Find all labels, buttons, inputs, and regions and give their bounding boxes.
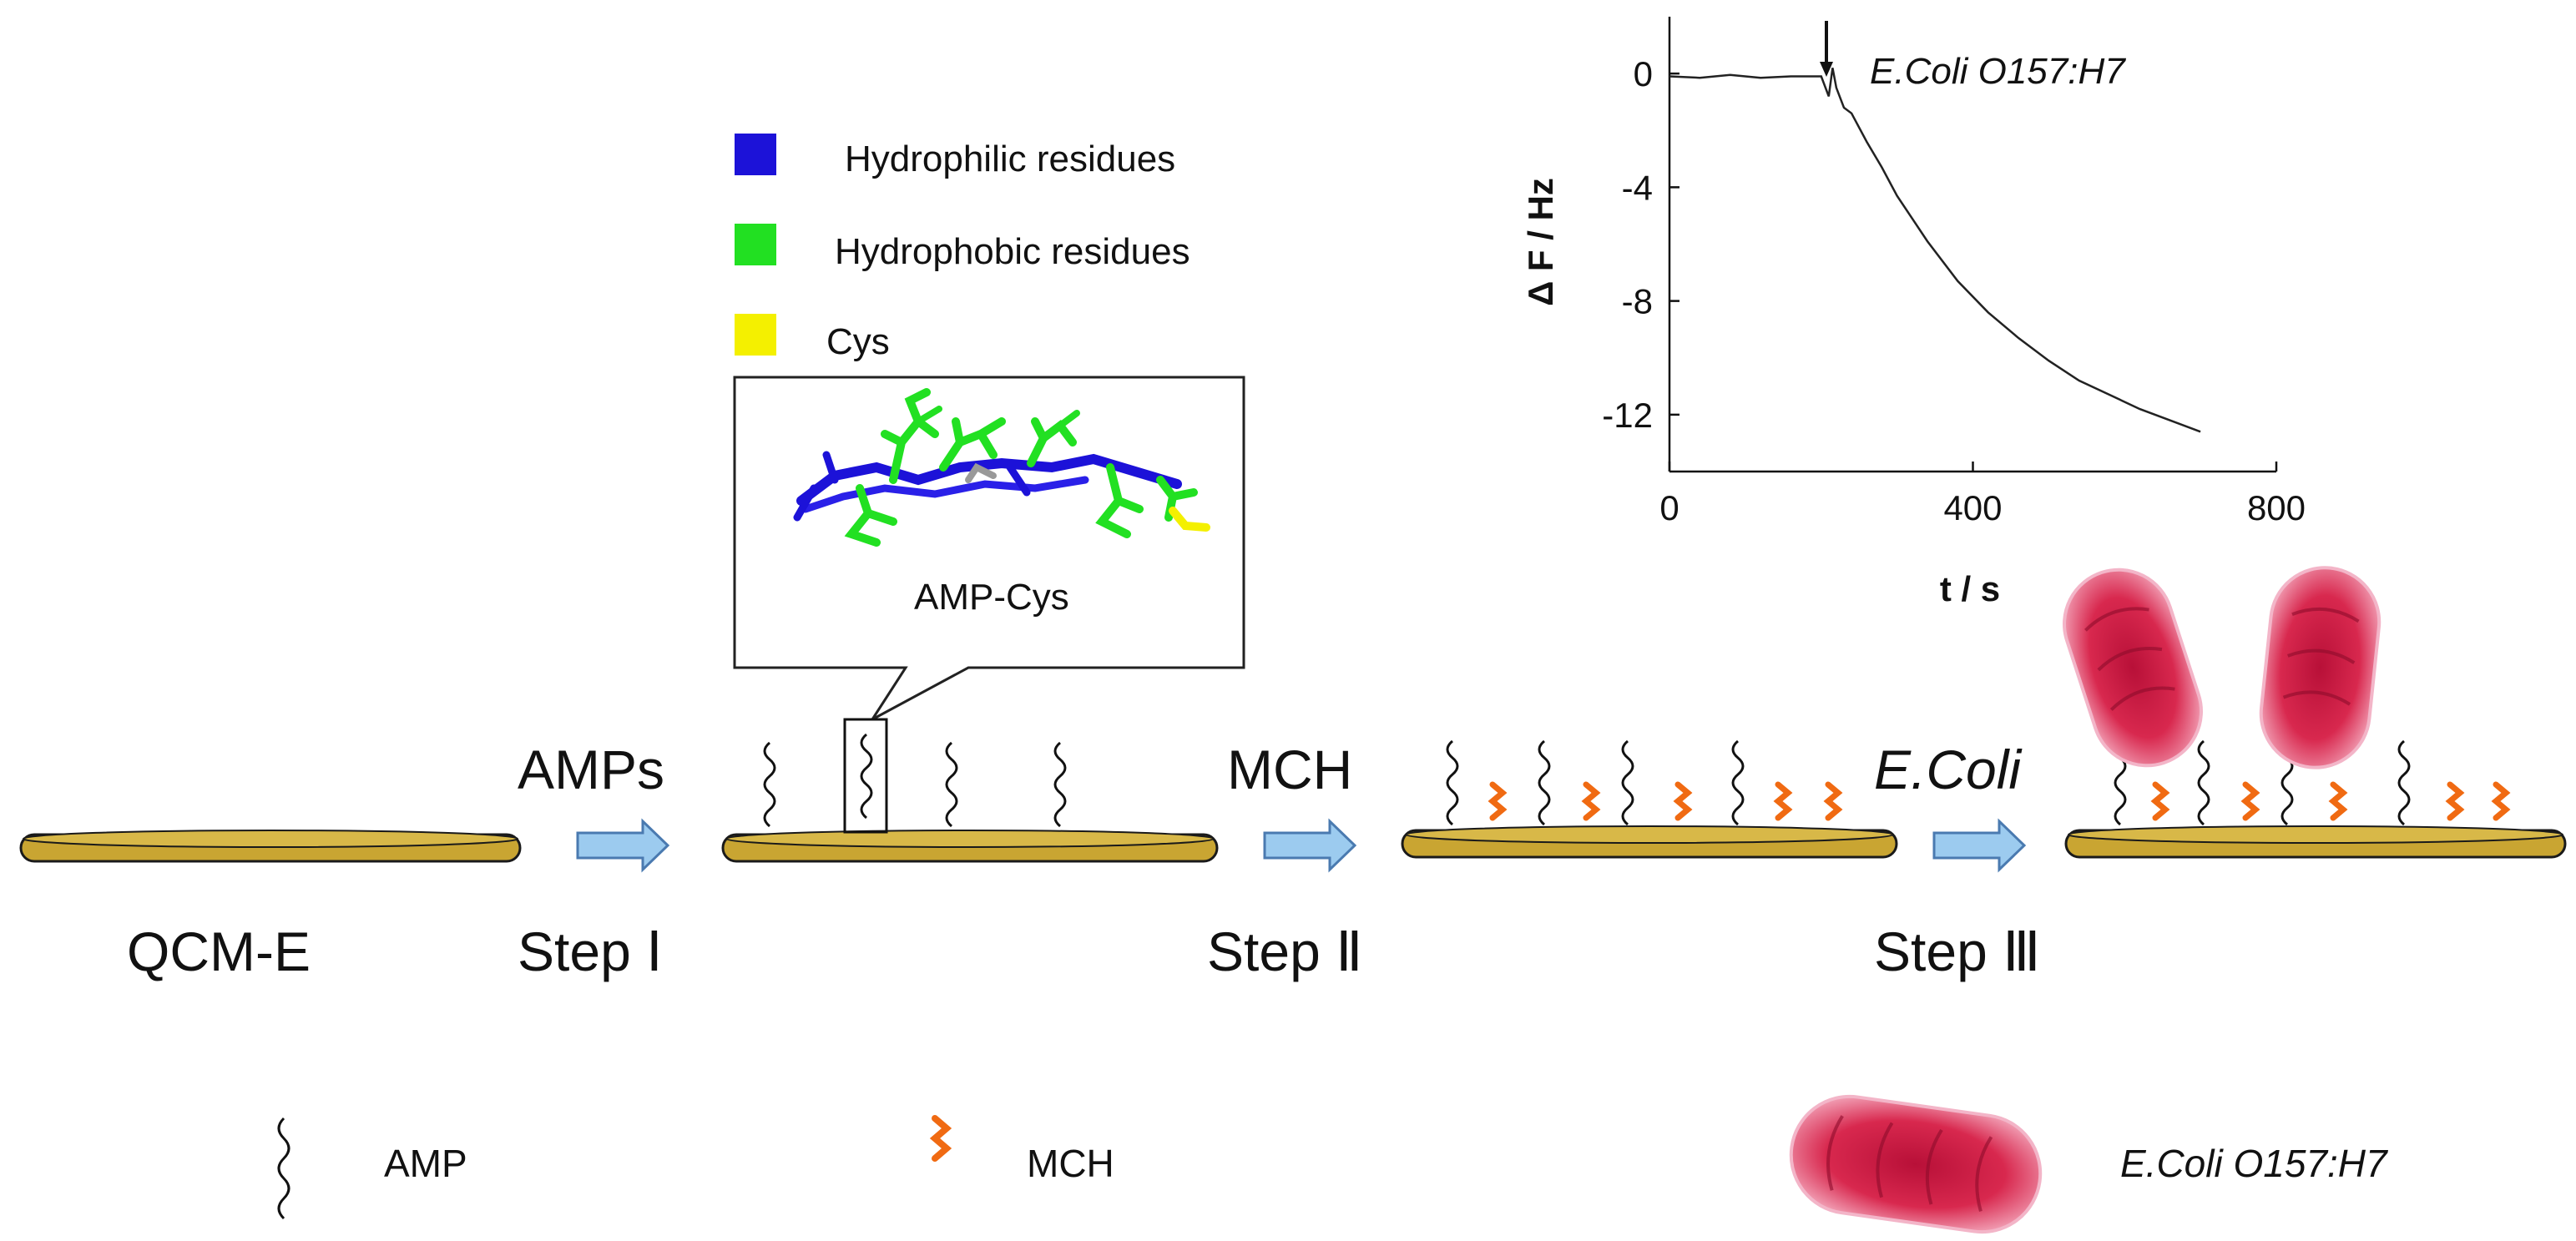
hydrophilic-swatch xyxy=(735,134,776,175)
x-tick-label: 800 xyxy=(2247,488,2306,527)
y-tick-label: -4 xyxy=(1622,168,1653,207)
bacterium-attached-1 xyxy=(2063,568,2203,768)
qcm-disk-step1 xyxy=(721,830,1219,863)
y-tick-label: -12 xyxy=(1602,396,1653,435)
step3-reagent: E.Coli xyxy=(1874,739,2023,800)
amp-highlight-box xyxy=(843,718,888,834)
hydrophobic-swatch xyxy=(735,224,776,265)
step1-arrow xyxy=(576,818,670,873)
step2-arrow xyxy=(1263,818,1357,873)
step1-amp-layer xyxy=(763,718,1067,834)
hydrophilic-label: Hydrophilic residues xyxy=(845,139,1175,179)
y-tick-label: -8 xyxy=(1622,282,1653,321)
qcm-disk-bare xyxy=(19,830,522,863)
x-tick-label: 0 xyxy=(1659,488,1679,527)
start-label: QCM-E xyxy=(127,921,311,982)
hydrophobic-label: Hydrophobic residues xyxy=(835,231,1190,272)
amp-legend-icon xyxy=(277,1117,290,1220)
step2-mch-layer xyxy=(1488,781,1843,821)
chart-xlabel: t / s xyxy=(1940,569,2000,608)
bottom-legend: AMP MCH E.Coli O157:H7 xyxy=(277,1094,2388,1234)
series-line xyxy=(1669,68,2201,433)
residue-legend: Hydrophilic residues Hydrophobic residue… xyxy=(735,134,1190,362)
chart-ylabel: Δ F / Hz xyxy=(1521,178,1560,306)
step1-label: Step Ⅰ xyxy=(518,921,663,982)
chart-annotation: E.Coli O157:H7 xyxy=(1870,51,2126,92)
cys-label: Cys xyxy=(826,321,890,362)
step1-reagent: AMPs xyxy=(518,739,664,800)
step2-reagent: MCH xyxy=(1227,739,1352,800)
bacterium-legend-icon xyxy=(1789,1094,2043,1234)
step3-label: Step Ⅲ xyxy=(1874,921,2041,982)
amp-cys-callout: AMP-Cys xyxy=(733,376,1245,721)
qcm-disk-step2 xyxy=(1401,825,1898,859)
bacterium-attached-2 xyxy=(2259,566,2382,769)
amp-cys-label: AMP-Cys xyxy=(914,577,1069,618)
amp-legend-label: AMP xyxy=(384,1142,467,1185)
qcm-disk-step3 xyxy=(2064,825,2567,859)
mch-legend-label: MCH xyxy=(1027,1142,1114,1185)
step2-amp-layer xyxy=(1446,739,1745,826)
step3-arrow xyxy=(1932,818,2027,873)
injection-arrow-head xyxy=(1820,62,1833,77)
step2-label: Step Ⅱ xyxy=(1207,921,1363,982)
cys-swatch xyxy=(735,314,776,356)
x-tick-label: 400 xyxy=(1943,488,2002,527)
mch-legend-icon xyxy=(929,1115,952,1162)
frequency-chart: 0 400 800 0 -4 -8 -12 Δ F / Hz t / s E.Coli O1… xyxy=(1521,17,2306,608)
step3-mch-layer xyxy=(2150,781,2511,821)
amp-cys-molecule xyxy=(793,388,1210,547)
y-tick-label: 0 xyxy=(1634,54,1653,93)
ecoli-legend-label: E.Coli O157:H7 xyxy=(2120,1142,2388,1185)
